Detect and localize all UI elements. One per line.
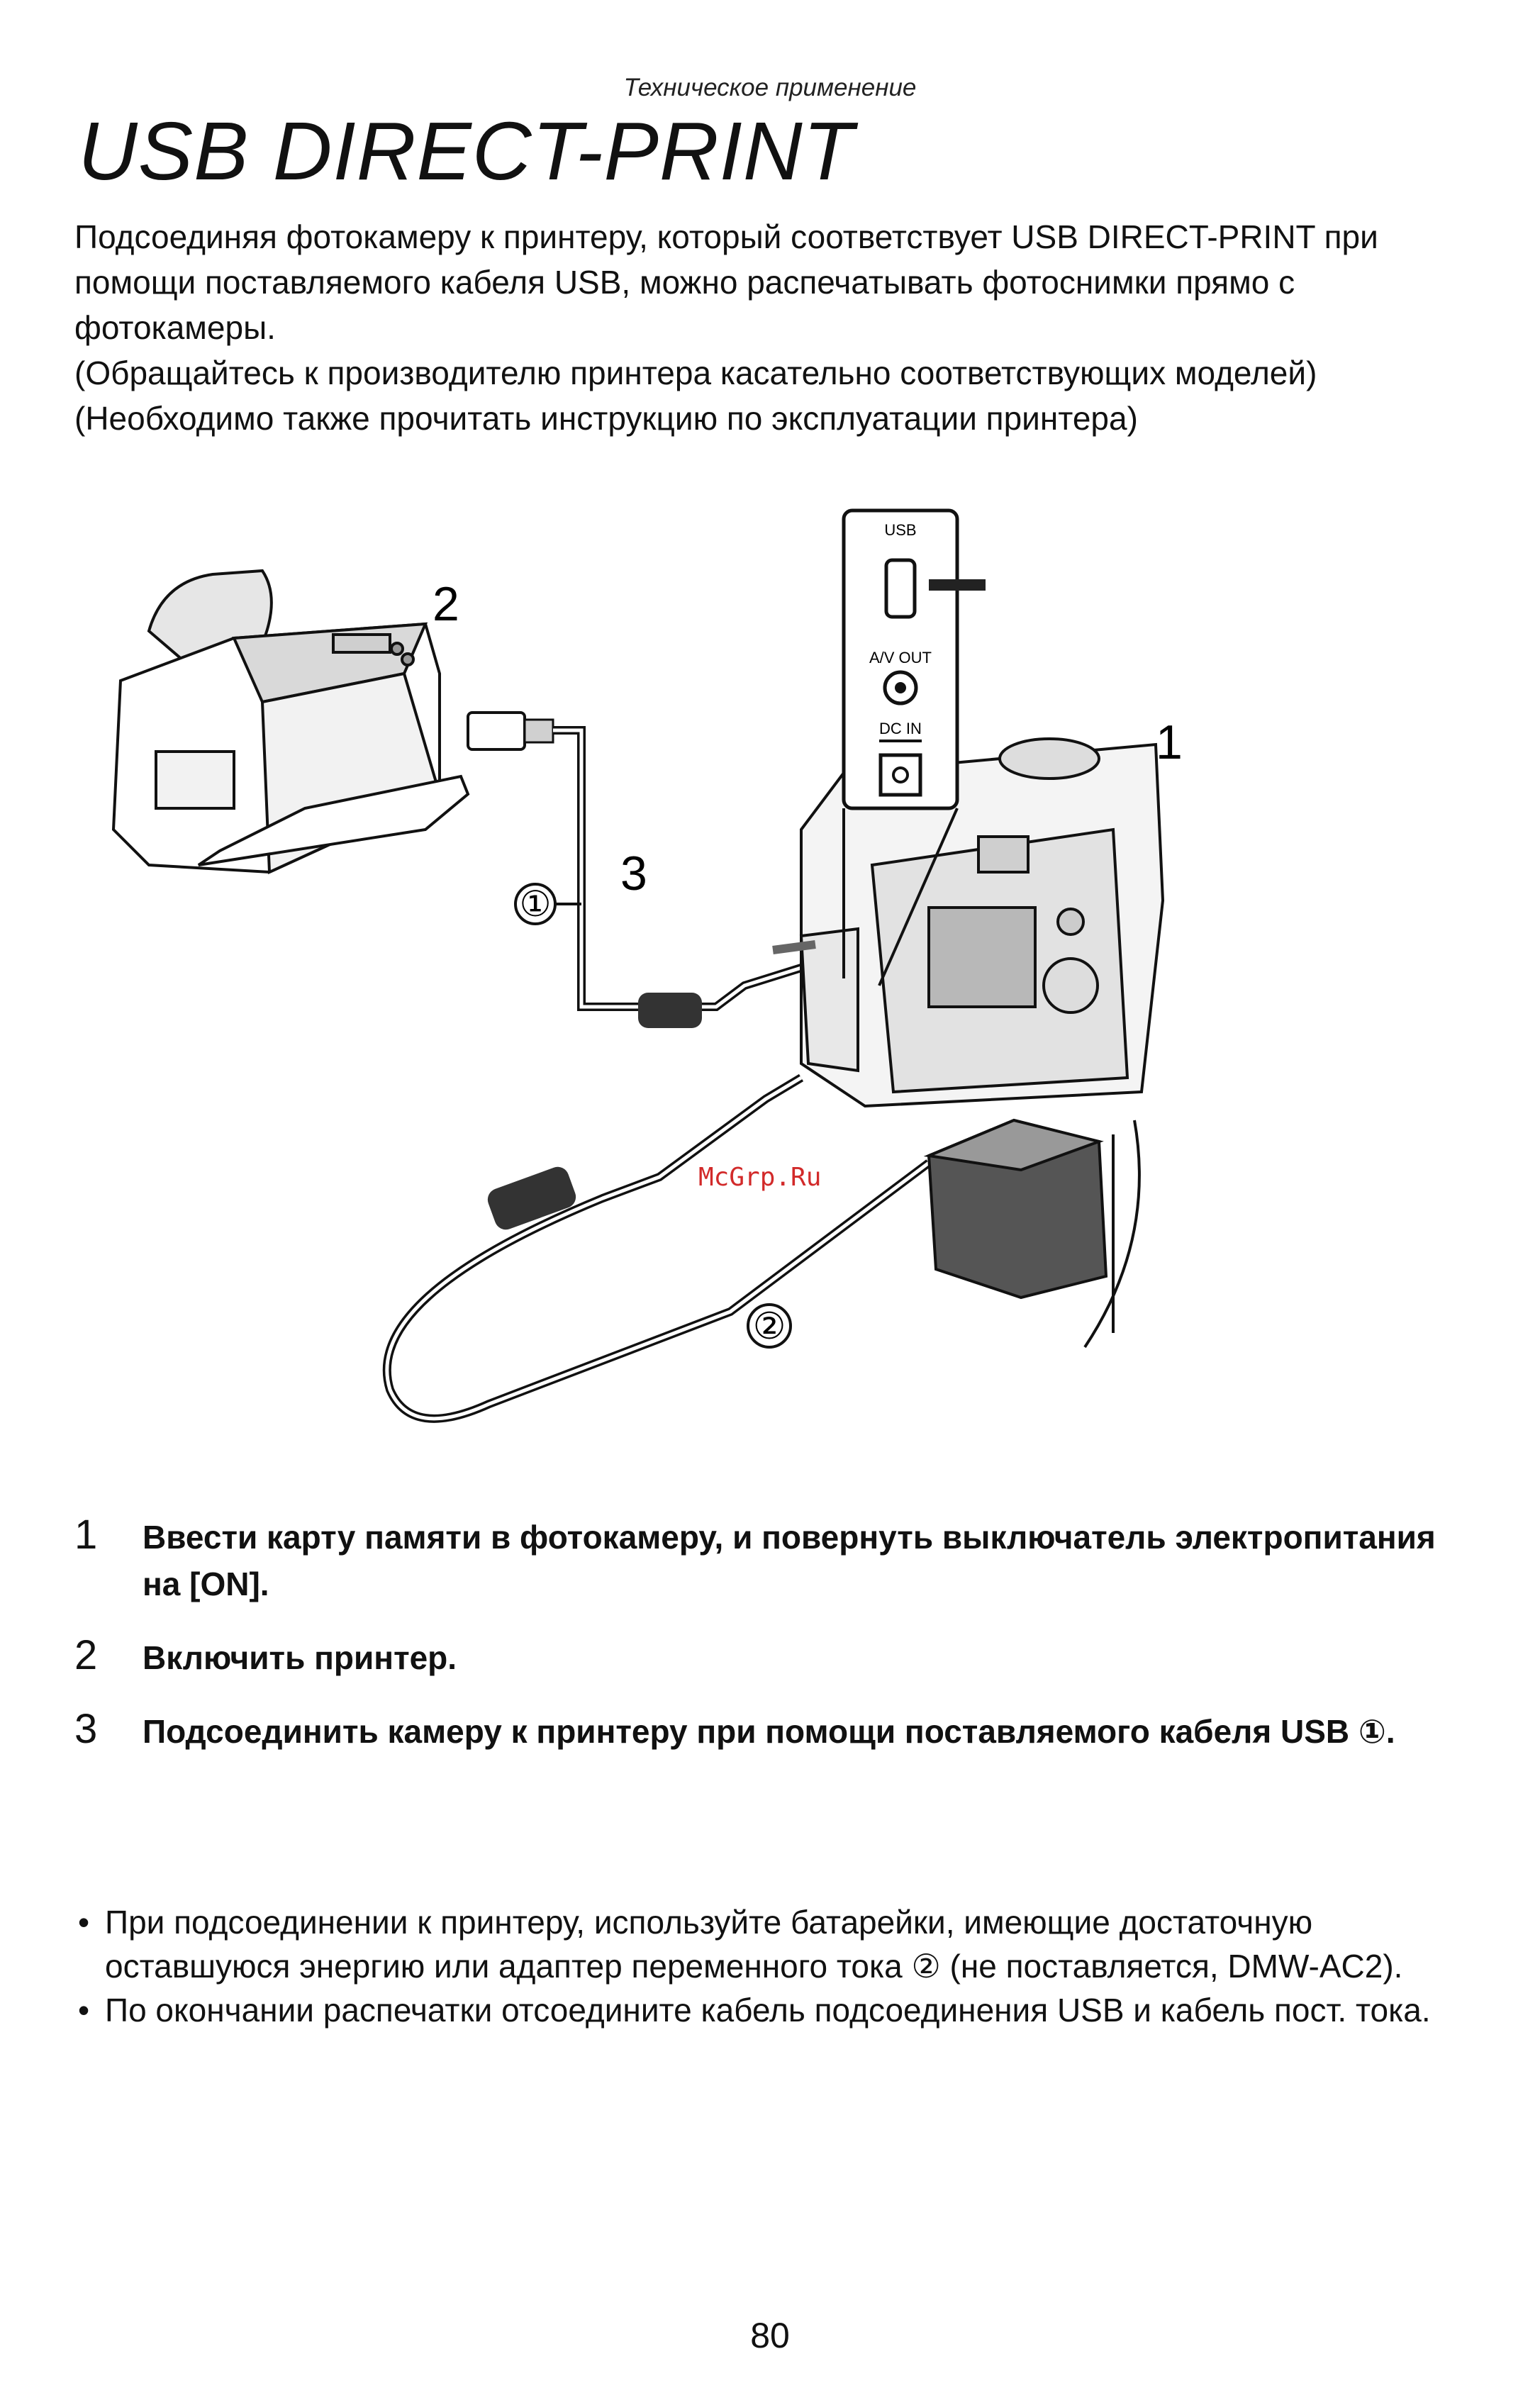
note-text: При подсоединении к принтеру, используйт…	[105, 1904, 1403, 1985]
callout-usb-cable: ①	[520, 884, 552, 924]
intro-paragraph: (Обращайтесь к производителю принтера ка…	[74, 355, 1317, 391]
callout-camera: 1	[1156, 715, 1183, 769]
step-text: Ввести карту памяти в фотокамеру, и пове…	[143, 1519, 1436, 1602]
notes-list: • При подсоединении к принтеру, использу…	[78, 1900, 1461, 2032]
callout-cable: 3	[620, 847, 647, 900]
bullet-icon: •	[78, 1992, 90, 2029]
port-label-dc-in: DC IN	[879, 720, 922, 737]
usb-port-icon	[884, 558, 917, 619]
dc-in-port-icon	[878, 753, 922, 797]
bullet-icon: •	[78, 1904, 90, 1941]
callout-ac-adapter-circle	[747, 1303, 792, 1349]
callout-printer: 2	[433, 577, 459, 631]
step-text: Подсоединить камеру к принтеру при помощ…	[143, 1713, 1395, 1750]
camera-illustration	[772, 737, 1165, 1108]
callout-ac-adapter: ②	[753, 1306, 786, 1347]
step-item: 1 Ввести карту памяти в фотокамеру, и по…	[74, 1512, 1464, 1607]
intro-paragraph: Подсоединяя фотокамеру к принтеру, котор…	[74, 218, 1378, 346]
section-label: Техническое применение	[623, 74, 917, 101]
step-number: 1	[74, 1512, 98, 1558]
note-text: По окончании распечатки отсоедините кабе…	[105, 1992, 1431, 2029]
printer-illustration	[111, 569, 470, 875]
step-number: 2	[74, 1632, 98, 1678]
usb-cable	[467, 711, 859, 1028]
note-item: • По окончании распечатки отсоедините ка…	[78, 1988, 1461, 2032]
port-panel	[842, 508, 986, 986]
step-item: 3 Подсоединить камеру к принтеру при пом…	[74, 1706, 1464, 1755]
ac-adapter-cable	[382, 1073, 1141, 1423]
step-number: 3	[74, 1706, 98, 1752]
port-label-av-out: A/V OUT	[869, 649, 932, 666]
connection-diagram: 2 ① 3 1 USB A/V OUT DC IN	[111, 508, 1183, 1423]
intro-text: Подсоединяя фотокамеру к принтеру, котор…	[74, 214, 1457, 441]
steps-list: 1 Ввести карту памяти в фотокамеру, и по…	[74, 1512, 1464, 1782]
page-number: 80	[750, 2316, 790, 2355]
intro-paragraph: (Необходимо также прочитать инструкцию п…	[74, 400, 1138, 437]
watermark: McGrp.Ru	[698, 1163, 822, 1192]
note-item: • При подсоединении к принтеру, использу…	[78, 1900, 1461, 1988]
step-text: Включить принтер.	[143, 1639, 457, 1676]
port-label-usb: USB	[884, 521, 916, 539]
page-title: USB DIRECT-PRINT	[78, 105, 854, 197]
step-item: 2 Включить принтер.	[74, 1632, 1464, 1681]
